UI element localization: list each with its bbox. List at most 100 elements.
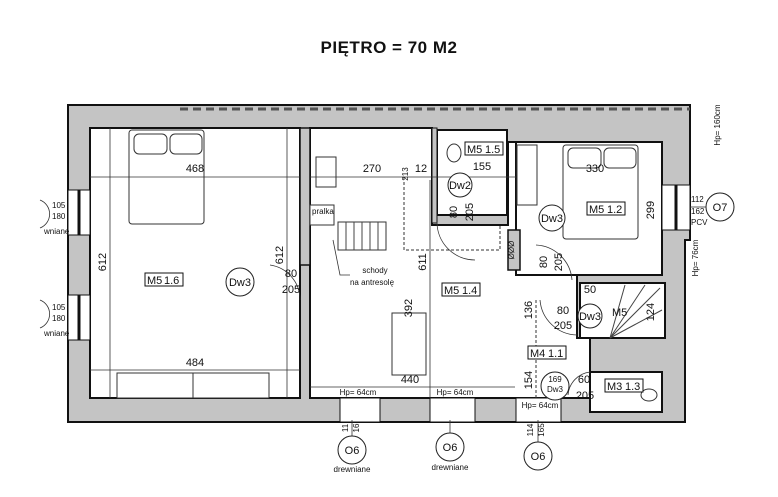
dim-612-left: 612 [97,253,109,271]
svg-text:180: 180 [52,212,66,221]
spiral-stairs [609,284,663,339]
height-hp64-b: Hp= 64cm [437,388,474,397]
svg-text:1.3: 1.3 [625,381,640,393]
svg-text:O6: O6 [443,442,458,454]
sofa [391,312,427,376]
window-tag-left-2: 105 180 wniane [39,299,70,338]
dim-12: 12 [415,163,427,175]
room-label-hall: M4 1.1 [527,345,567,360]
dim-213: 213 [401,167,410,181]
svg-text:1.4: 1.4 [462,285,477,297]
svg-text:114: 114 [526,423,535,436]
svg-text:162: 162 [691,207,705,216]
stairs-drawing [337,221,387,251]
door-dw3-wc[interactable]: 169 Dw3 60 205 [540,371,594,402]
window-tag-o7: 112 162 PCV O7 [690,192,735,227]
svg-text:80: 80 [285,268,297,280]
svg-text:M5: M5 [589,204,604,216]
door-dw3-right[interactable]: Dw3 80 205 [535,204,573,281]
partition-wall-bath [431,127,438,224]
svg-text:205: 205 [282,284,300,296]
svg-text:PCV: PCV [691,218,708,227]
svg-text:M3: M3 [607,381,622,393]
dim-299: 299 [645,201,657,219]
svg-text:80: 80 [448,206,460,218]
dim-468: 468 [186,163,204,175]
stairs-label-line2: na antresolę [350,278,395,287]
svg-text:Dw2: Dw2 [449,180,471,192]
room-label-bathroom-top: M5 1.5 [464,141,504,156]
svg-text:O7: O7 [713,202,728,214]
dim-392: 392 [403,299,415,317]
svg-text:M5: M5 [147,275,162,287]
dim-484: 484 [186,357,204,369]
svg-text:205: 205 [576,390,594,402]
svg-text:drewniane: drewniane [334,465,371,474]
svg-text:112: 112 [691,195,704,204]
room-label-wc: M3 1.3 [604,378,644,393]
svg-text:16: 16 [352,423,361,432]
laundry-label: pralka [312,207,334,216]
svg-text:205: 205 [554,320,572,332]
svg-text:M5: M5 [467,144,482,156]
window-tag-o6-b: O6 drewniane [432,420,469,472]
toilet-icon [446,143,462,163]
svg-text:169: 169 [548,375,562,384]
toilet-wc-icon [640,388,658,402]
svg-text:Dw3: Dw3 [579,311,601,323]
room-label-bedroom-right: M5 1.2 [586,201,626,216]
svg-text:Dw3: Dw3 [541,213,563,225]
svg-text:165: 165 [537,423,546,437]
svg-text:205: 205 [464,203,476,221]
svg-text:1.1: 1.1 [548,348,563,360]
dim-154: 154 [523,371,535,389]
window-o6-b[interactable] [429,397,476,423]
svg-text:180: 180 [52,314,66,323]
door-dw3-left[interactable]: Dw3 80 205 [225,264,301,301]
window-tag-left-1: 105 180 wniane [39,199,70,236]
window-tag-o6-a: 11 16 O6 drewniane [334,420,371,474]
dim-270: 270 [363,163,381,175]
svg-text:11: 11 [341,423,350,432]
height-hp160: Hp= 160cm [713,104,722,145]
bed-right [562,144,639,240]
door-dw2[interactable]: Dw2 80 205 [436,172,476,261]
dim-611: 611 [417,253,429,271]
window-o6-a[interactable] [339,397,381,423]
dim-124: 124 [645,303,657,321]
room-label-stairs: M5 [612,307,627,319]
dim-612-right: 612 [274,246,286,264]
dim-440: 440 [401,374,419,386]
svg-text:Dw3: Dw3 [547,385,564,394]
stairs-label-line1: schody [362,266,387,275]
svg-text:80: 80 [538,256,550,268]
svg-text:M4: M4 [530,348,545,360]
svg-text:105: 105 [52,201,66,210]
svg-text:1.5: 1.5 [485,144,500,156]
partition-wall [299,127,311,266]
window-o6-c[interactable] [515,397,562,423]
svg-text:wniane: wniane [43,329,70,338]
svg-text:wniane: wniane [43,227,70,236]
dim-155: 155 [473,161,491,173]
svg-text:205: 205 [553,253,565,271]
svg-text:60: 60 [578,374,590,386]
svg-text:105: 105 [52,303,66,312]
svg-text:M5: M5 [444,285,459,297]
height-hp76: Hp= 76cm [691,239,700,276]
kitchen-unit [315,156,337,188]
door-dw3-stairs[interactable]: Dw3 80 205 [539,299,603,336]
svg-text:80: 80 [557,305,569,317]
svg-text:Dw3: Dw3 [229,277,251,289]
room-label-bedroom-left: M5 1.6 [144,272,184,287]
wardrobe-right [516,144,538,206]
dim-50: 50 [584,284,596,296]
svg-text:drewniane: drewniane [432,463,469,472]
svg-text:O6: O6 [345,445,360,457]
vent-label: ØØØ [507,241,516,260]
dim-136: 136 [523,301,535,319]
svg-text:O6: O6 [531,451,546,463]
height-hp64-a: Hp= 64cm [340,388,377,397]
window-tag-o6-c: 114 165 O6 [523,420,553,471]
